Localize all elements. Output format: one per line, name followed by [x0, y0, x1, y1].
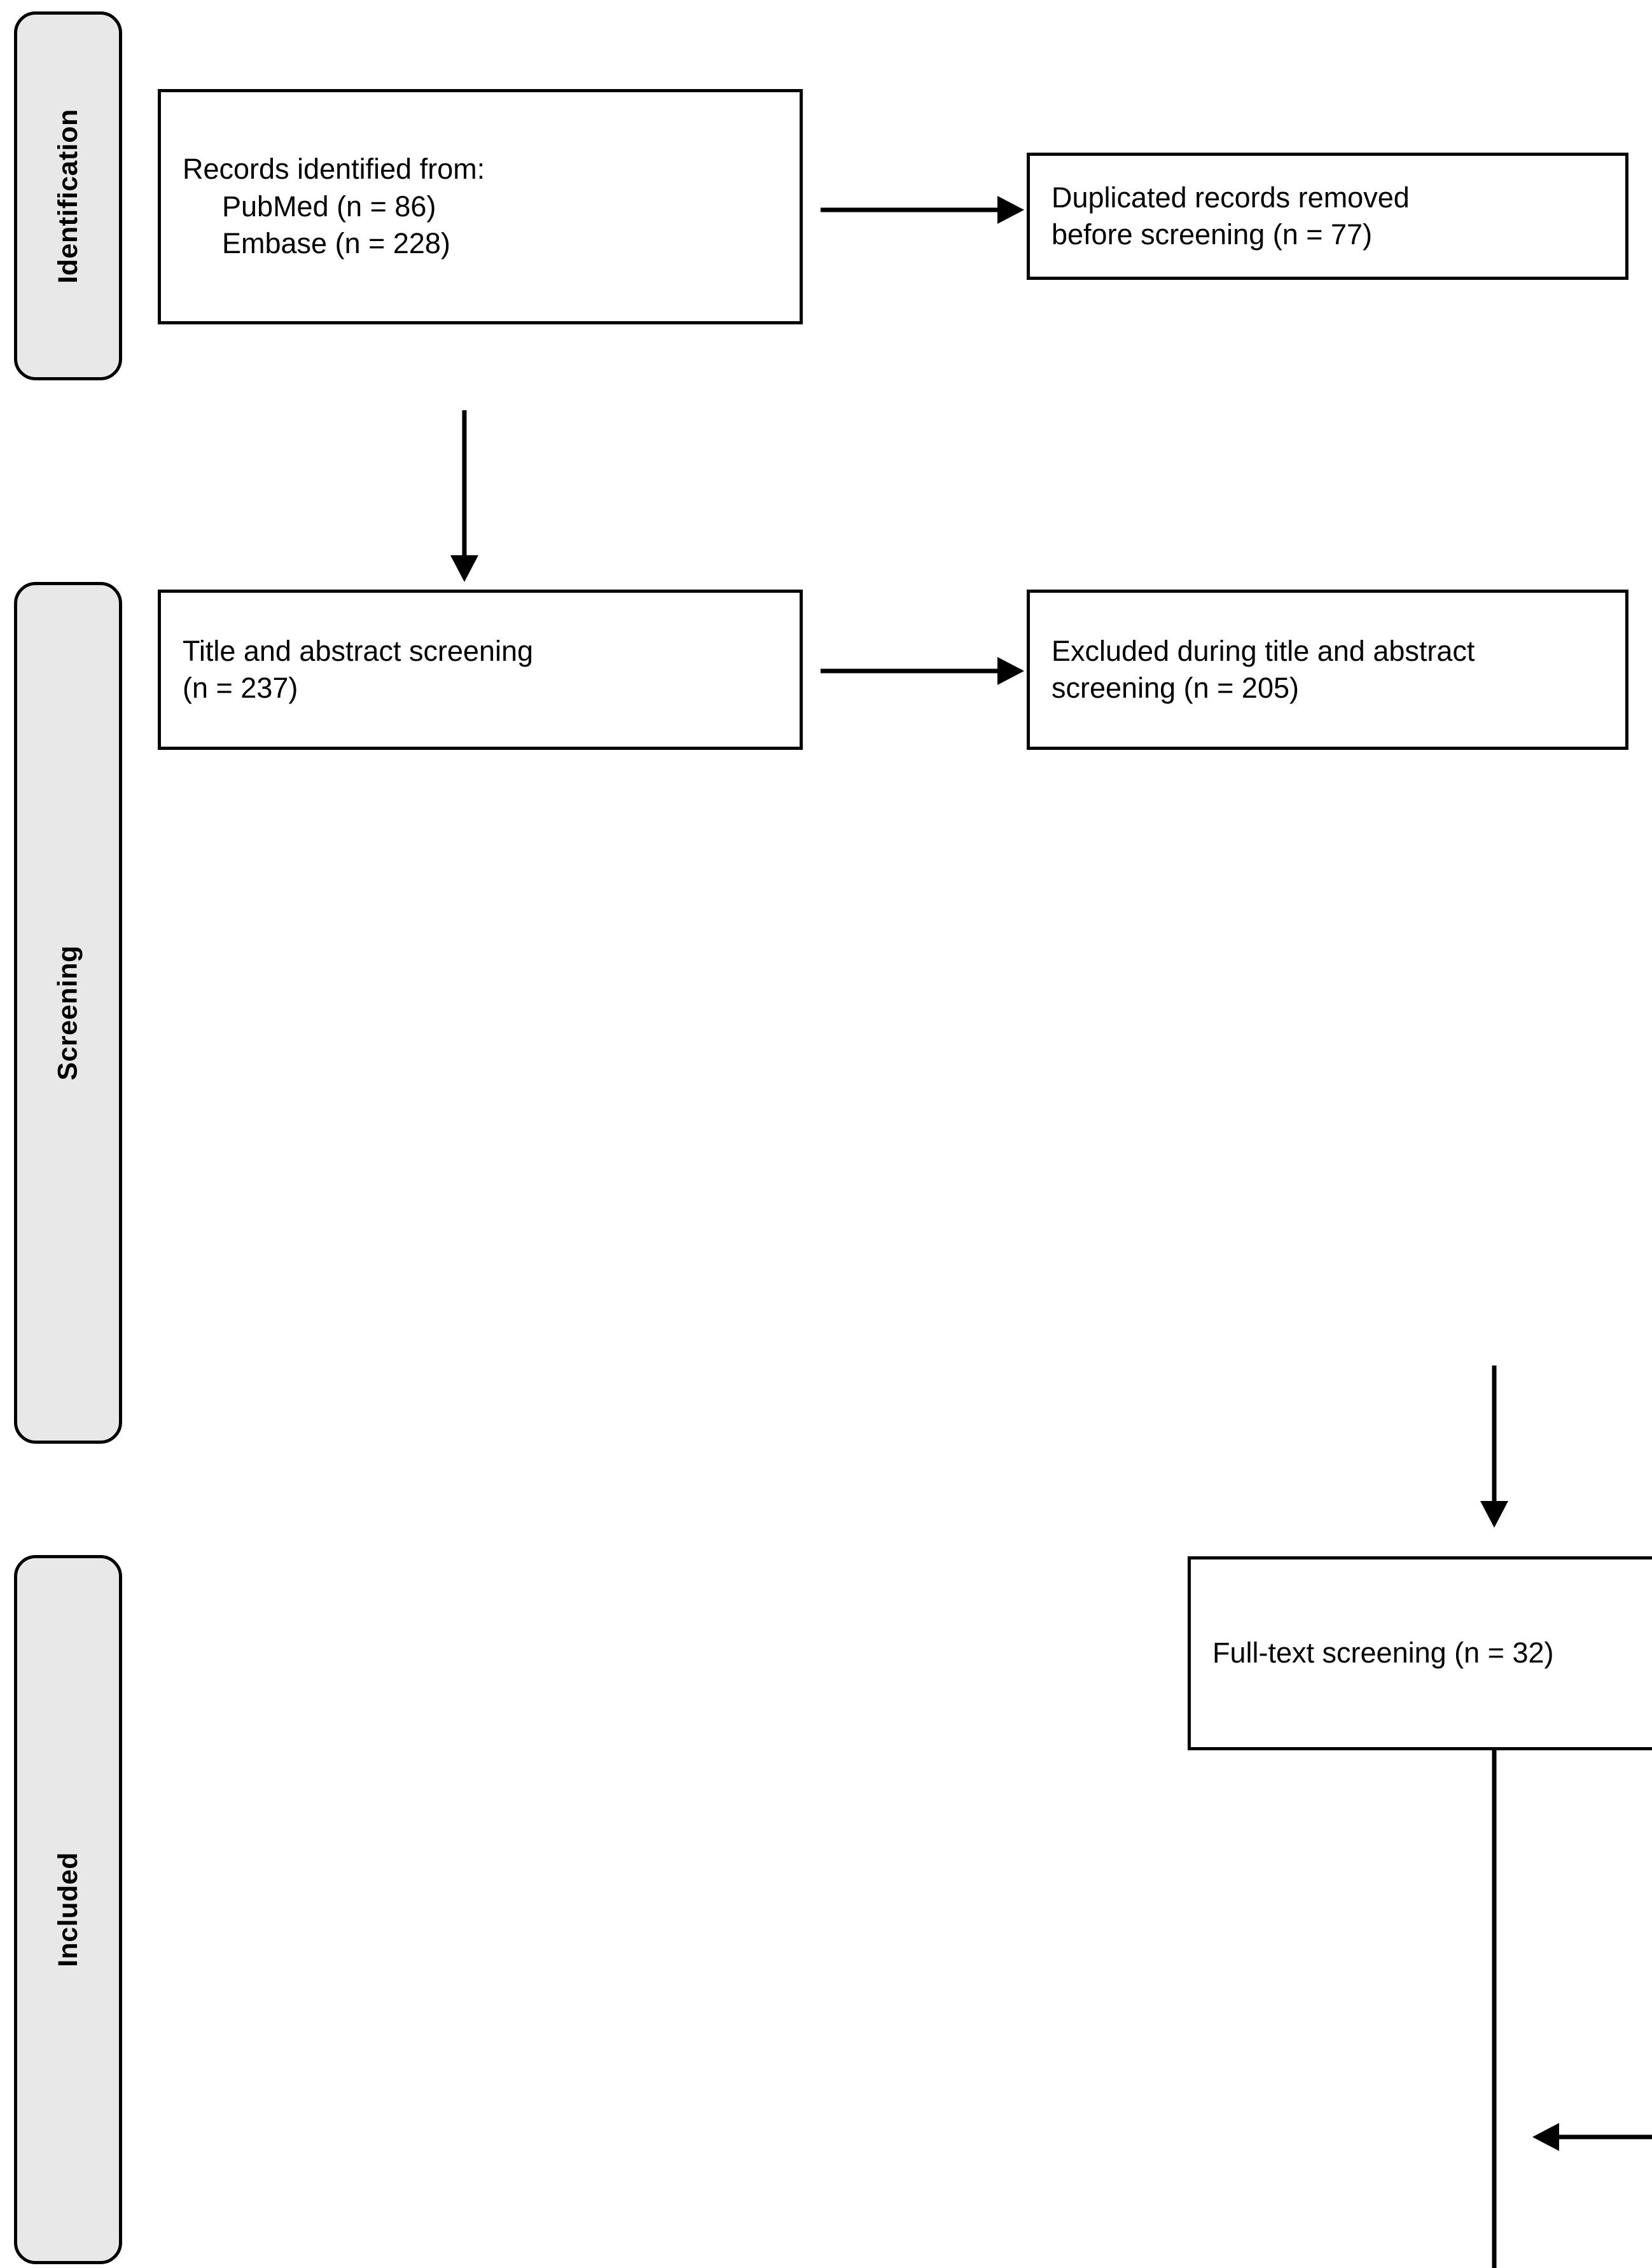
- stage-bar-identification: Identification: [14, 11, 122, 380]
- duplicates-removed-line-2: before screening (n = 77): [1052, 218, 1373, 251]
- excluded-title-abstract-line-2: screening (n = 205): [1052, 672, 1299, 704]
- stage-label-included: Included: [52, 1852, 83, 1967]
- box-duplicates-removed: Duplicated records removed before screen…: [1027, 153, 1628, 280]
- arrow-title-abstract-to-excluded: [821, 657, 1024, 685]
- stage-bar-screening: Screening: [14, 582, 122, 1444]
- box-title-abstract-screening: Title and abstract screening (n = 237): [158, 590, 803, 750]
- arrow-records-to-title-abstract: [450, 410, 478, 582]
- title-abstract-screening-line-1: Title and abstract screening: [183, 634, 534, 667]
- title-abstract-screening-line-2: (n = 237): [183, 672, 298, 704]
- box-fulltext-screening: Full-text screening (n = 32): [1188, 1556, 1652, 1750]
- records-identified-line-2: PubMed (n = 86): [222, 190, 436, 223]
- arrow-records-to-duplicates: [821, 196, 1024, 224]
- duplicates-removed-line-1: Duplicated records removed: [1052, 181, 1410, 214]
- excluded-title-abstract-line-1: Excluded during title and abstract: [1052, 634, 1475, 667]
- arrow-fulltext-to-included-review: [1492, 1750, 1497, 2268]
- arrow-update-to-spine: [1532, 2123, 1652, 2151]
- box-excluded-title-abstract: Excluded during title and abstract scree…: [1027, 590, 1652, 2268]
- box-records-identified: Records identified from: PubMed (n = 86)…: [158, 89, 803, 324]
- stage-bar-included: Included: [14, 1555, 122, 2264]
- arrow-title-abstract-to-fulltext: [1480, 1366, 1508, 1528]
- records-identified-line-1: Records identified from:: [183, 153, 485, 186]
- fulltext-screening-line-1: Full-text screening (n = 32): [1212, 1636, 1554, 1670]
- records-identified-line-3: Embase (n = 228): [222, 227, 450, 260]
- stage-label-screening: Screening: [52, 945, 83, 1081]
- stage-label-identification: Identification: [52, 108, 83, 284]
